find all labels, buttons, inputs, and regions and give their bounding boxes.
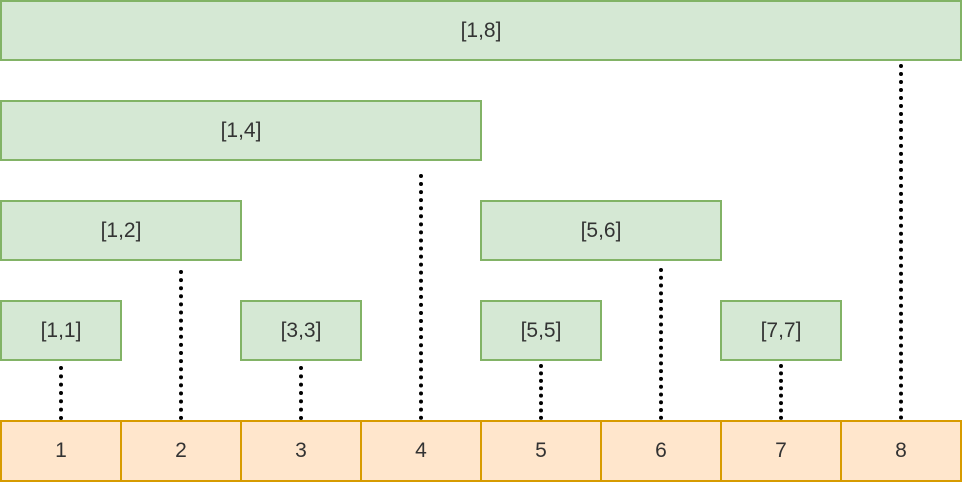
array-cell-8: 8 (840, 420, 962, 482)
dotted-connector-3 (299, 366, 303, 420)
node-5-5: [5,5] (480, 300, 602, 361)
dotted-connector-8 (899, 64, 903, 420)
node-1-1: [1,1] (0, 300, 122, 361)
array-cell-4: 4 (360, 420, 482, 482)
array-cell-6: 6 (600, 420, 722, 482)
node-1-2: [1,2] (0, 200, 242, 261)
dotted-connector-6 (659, 268, 663, 420)
dotted-connector-7 (779, 364, 783, 420)
array-cell-7: 7 (720, 420, 842, 482)
node-3-3: [3,3] (240, 300, 362, 361)
array-cell-1: 1 (0, 420, 122, 482)
array-cell-5: 5 (480, 420, 602, 482)
dotted-connector-4 (419, 174, 423, 420)
array-cell-3: 3 (240, 420, 362, 482)
node-1-4: [1,4] (0, 100, 482, 161)
dotted-connector-2 (179, 270, 183, 420)
array-cell-2: 2 (120, 420, 242, 482)
node-5-6: [5,6] (480, 200, 722, 261)
dotted-connector-5 (539, 364, 543, 420)
node-7-7: [7,7] (720, 300, 842, 361)
node-1-8: [1,8] (0, 0, 962, 61)
dotted-connector-1 (59, 366, 63, 420)
